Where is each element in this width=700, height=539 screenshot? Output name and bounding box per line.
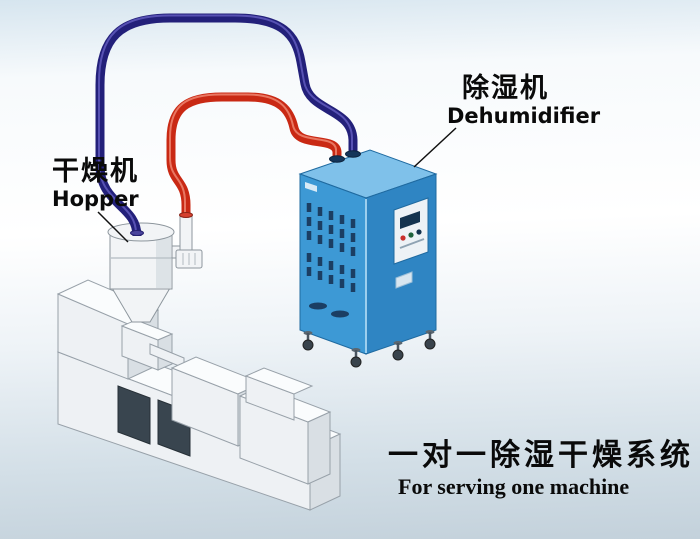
caster-wheel [350,348,362,368]
panel-button-red [400,235,406,241]
caption-en: For serving one machine [398,474,629,499]
brand-sticker [305,182,317,192]
panel-display [400,211,420,229]
control-panel [393,197,429,289]
caption-zh: 一对一除湿干燥系统 [388,438,694,473]
caster-wheel [424,330,436,350]
panel-slot [399,238,425,249]
oval-vent [309,302,327,310]
dehumidifier-label-zh: 除湿机 [462,72,549,104]
blower-pipe-coupling [179,212,193,218]
pipe-port-fitting [329,155,345,163]
casters [302,330,436,368]
hopper-leader-line [97,211,129,243]
hopper-dryer [107,213,203,323]
hopper-body-shading [156,233,171,288]
cabinet-lower-vents [309,302,349,318]
hopper-air-pipe [179,213,193,253]
machine-access-panel [117,385,151,445]
lid-pipe-flange [130,230,144,236]
hopper-label-zh: 干燥机 [52,156,139,187]
spec-sticker [395,271,413,289]
panel-button-green [408,232,414,238]
oval-vent [331,310,349,318]
pipe-port-fitting [345,150,361,158]
dehumidifier-label-en: Dehumidifier [447,104,601,128]
extruder-machine [56,279,342,511]
caster-wheel [302,331,314,351]
machine-right-box-side [307,411,331,485]
machine-top-block-top [244,367,314,395]
cabinet-vent-grid [306,203,356,292]
caster-wheel [392,341,404,361]
hopper-label-en: Hopper [52,187,139,211]
dehumidifier-leader-line [413,127,457,168]
control-panel-plate [393,197,429,265]
panel-button-dark [416,229,422,235]
return-air-pipe-highlight [98,14,353,234]
dry-air-pipe-highlight [169,93,337,214]
air-pipes [95,13,361,237]
dehumidifier-cabinet [298,149,438,368]
